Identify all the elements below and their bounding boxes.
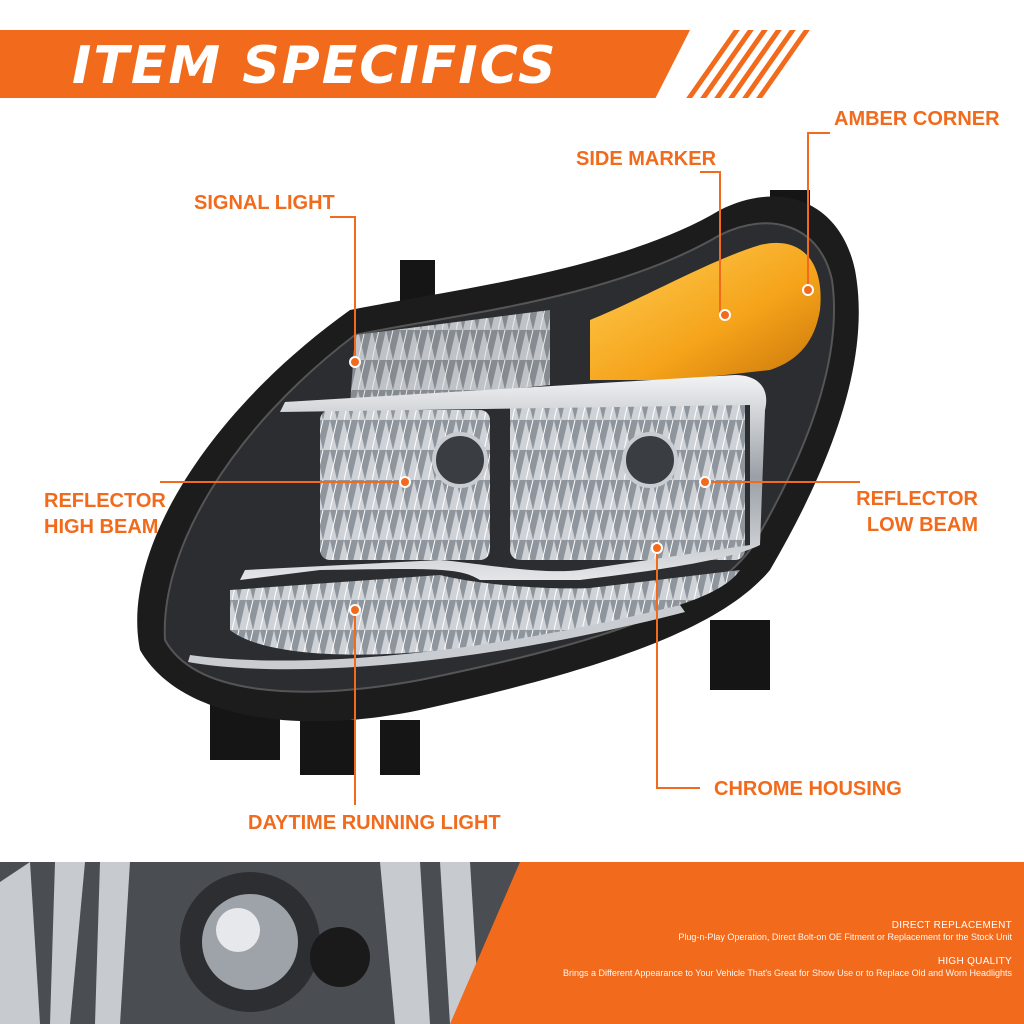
- feature-high-quality: HIGH QUALITY Brings a Different Appearan…: [563, 956, 1012, 979]
- signal-light-lens: [350, 310, 550, 405]
- closeup-photo: [0, 862, 520, 1024]
- label-daytime-running-light: DAYTIME RUNNING LIGHT: [248, 812, 501, 834]
- page-title: ITEM SPECIFICS: [72, 36, 558, 96]
- feature-direct-replacement: DIRECT REPLACEMENT Plug-n-Play Operation…: [678, 920, 1012, 943]
- feature-detail: Brings a Different Appearance to Your Ve…: [563, 968, 1012, 978]
- closeup-illustration: [0, 862, 520, 1024]
- header-banner: [0, 30, 690, 98]
- high-beam-bulb: [432, 432, 488, 488]
- label-side-marker: SIDE MARKER: [576, 148, 717, 170]
- mount-tab: [300, 720, 355, 775]
- feature-heading: HIGH QUALITY: [937, 956, 1012, 967]
- label-reflector-high-beam-line2: HIGH BEAM: [44, 516, 159, 538]
- label-reflector-high-beam-line1: REFLECTOR: [44, 490, 166, 512]
- label-reflector-low-beam-line2: LOW BEAM: [866, 514, 978, 536]
- low-beam-bulb: [622, 432, 678, 488]
- drl-chrome-bar: [240, 375, 767, 580]
- label-amber-corner: AMBER CORNER: [834, 108, 1000, 130]
- header-stripes-decoration: [686, 30, 810, 98]
- info-panel: [450, 862, 1024, 1024]
- drl-strip: [230, 570, 740, 655]
- label-reflector-low-beam-line1: REFLECTOR: [856, 488, 978, 510]
- lower-chrome-trim: [188, 605, 685, 670]
- label-signal-light: SIGNAL LIGHT: [194, 192, 335, 214]
- feature-detail: Plug-n-Play Operation, Direct Bolt-on OE…: [678, 932, 1012, 942]
- mount-tab: [710, 620, 770, 690]
- headlight-illustration: [137, 190, 859, 775]
- label-chrome-housing: CHROME HOUSING: [714, 778, 902, 800]
- feature-heading: DIRECT REPLACEMENT: [891, 920, 1012, 931]
- mount-tab: [380, 720, 420, 775]
